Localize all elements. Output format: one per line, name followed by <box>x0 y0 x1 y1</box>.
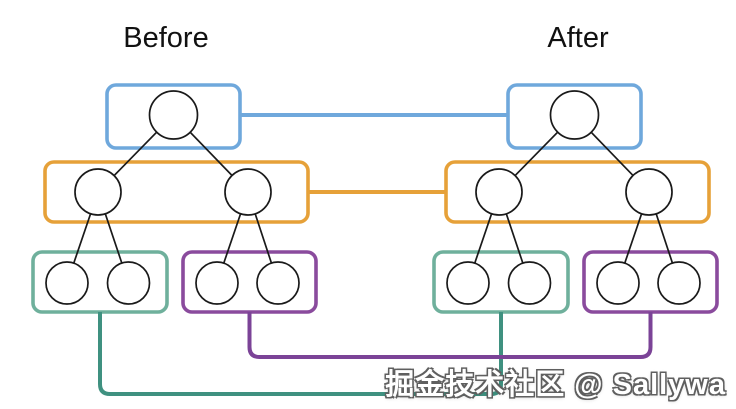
before-node-0 <box>148 90 199 140</box>
before-node-4 <box>106 261 151 305</box>
right-leaf-boxes-link <box>247 312 653 359</box>
after-tree-nodes <box>446 90 701 305</box>
before-title: Before <box>123 22 209 54</box>
after-node-0 <box>549 90 600 140</box>
after-node-6 <box>657 261 701 305</box>
before-node-6 <box>256 261 300 305</box>
after-node-3 <box>446 261 490 305</box>
watermark-text: 掘金技术社区 @ Sallywa <box>385 369 726 401</box>
after-node-5 <box>596 261 640 305</box>
after-node-2 <box>625 168 673 216</box>
box-connectors <box>98 113 653 396</box>
before-node-1 <box>74 168 122 216</box>
before-node-5 <box>195 261 239 305</box>
after-title: After <box>547 22 609 54</box>
before-tree-nodes <box>45 90 300 305</box>
before-node-3 <box>45 261 89 305</box>
after-node-1 <box>475 168 523 216</box>
after-node-4 <box>507 261 552 305</box>
left-leaf-boxes-link <box>98 312 503 396</box>
before-node-2 <box>224 168 272 216</box>
